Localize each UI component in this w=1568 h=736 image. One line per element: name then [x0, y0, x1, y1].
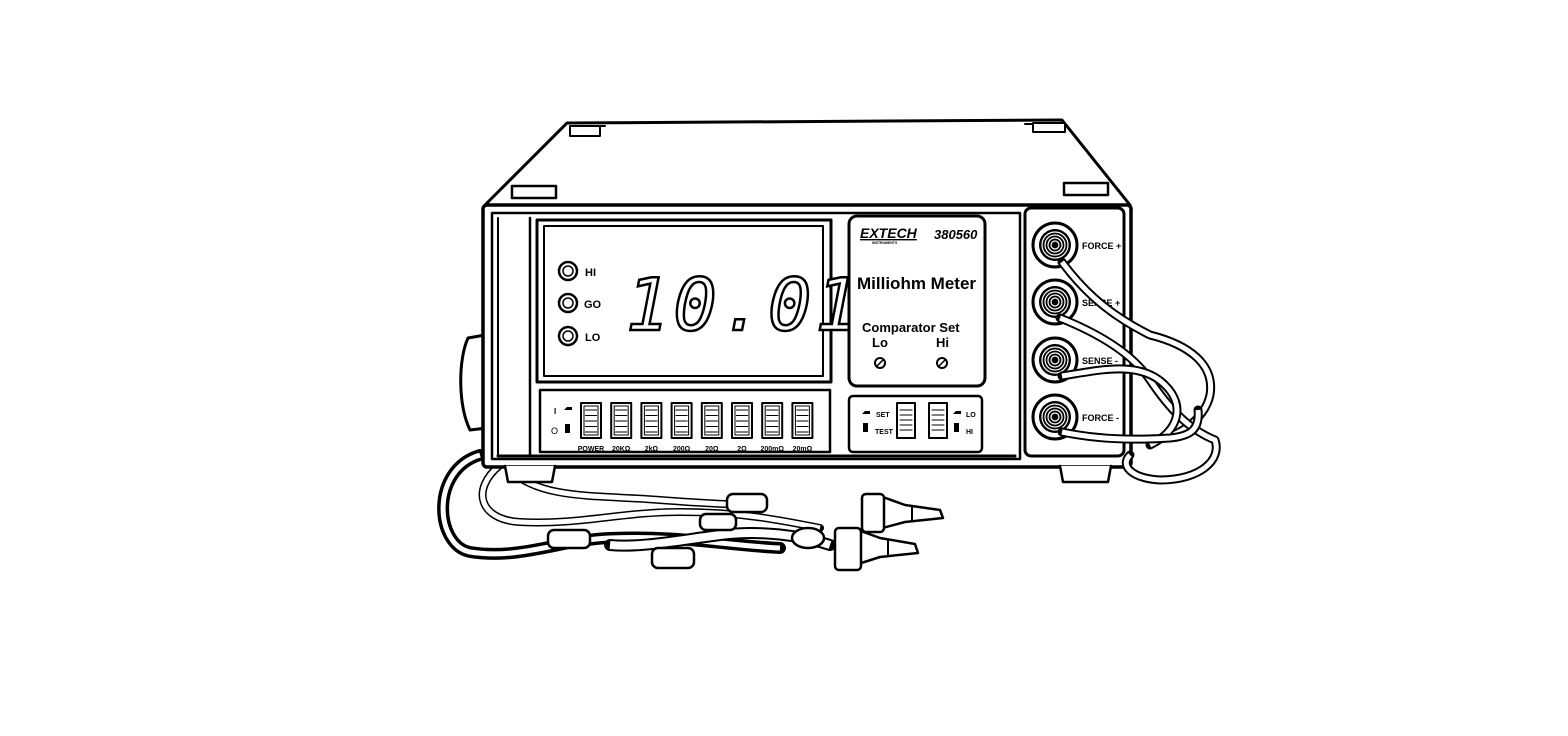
- range-button-2[interactable]: 2kΩ: [640, 402, 663, 453]
- probe-2[interactable]: [833, 526, 920, 572]
- terminal-label: FORCE -: [1082, 413, 1119, 423]
- side-handle: [459, 333, 489, 432]
- range-button-label: 2kΩ: [645, 446, 659, 453]
- power-off-symbol: O: [551, 426, 558, 436]
- button-down-icon: [565, 424, 570, 433]
- extech-logo-subtext: INSTRUMENTS: [872, 241, 898, 245]
- indicator-hi: HI: [557, 260, 596, 282]
- range-button-3[interactable]: 200Ω: [670, 402, 693, 453]
- range-button-panel: I O POWER 20KΩ 2kΩ 200Ω 20Ω 2Ω 200mΩ 20mΩ: [538, 388, 832, 454]
- range-button-7[interactable]: 20mΩ: [791, 402, 814, 453]
- lead-junction: [790, 526, 826, 550]
- range-button-label: 20mΩ: [793, 446, 813, 453]
- comparator-hi-label: Hi: [936, 335, 949, 350]
- terminal-label: SENSE -: [1082, 356, 1118, 366]
- lead-sleeve: [650, 546, 696, 570]
- lead-sleeve: [546, 528, 592, 550]
- display-reading: 10.01: [626, 263, 863, 347]
- comparator-hi-trimmer[interactable]: [936, 357, 948, 369]
- mode-set-label: SET: [876, 412, 890, 419]
- terminal-cables: [1055, 257, 1221, 485]
- go-lamp-icon: [557, 292, 579, 314]
- indicator-lo-label: LO: [585, 332, 601, 344]
- set-test-switch[interactable]: [896, 402, 916, 439]
- probe-1[interactable]: [860, 492, 945, 534]
- indicator-hi-label: HI: [585, 267, 596, 279]
- button-up-icon: [564, 407, 572, 410]
- limit-lo-label: LO: [966, 412, 976, 419]
- test-position-icon: [863, 423, 868, 432]
- range-button-5[interactable]: 2Ω: [731, 402, 753, 453]
- lcd-display: HI GO LO 10.01: [535, 218, 863, 384]
- lead-sleeve: [725, 492, 769, 514]
- terminal-label: FORCE +: [1082, 241, 1121, 251]
- lo-lamp-icon: [557, 325, 579, 347]
- switch-panel: SET TEST LO HI: [847, 394, 984, 454]
- comparator-title: Comparator Set: [862, 320, 960, 335]
- range-button-label: 20Ω: [705, 446, 719, 453]
- comparator-lo-trimmer[interactable]: [874, 357, 886, 369]
- lid-foot: [1032, 122, 1066, 133]
- indicator-go: GO: [557, 292, 602, 314]
- indicator-lo: LO: [557, 325, 601, 347]
- range-button-label: POWER: [578, 446, 604, 453]
- limit-hi-label: HI: [966, 429, 973, 436]
- terminal-panel: FORCE +SENSE +SENSE -FORCE -: [1023, 206, 1126, 458]
- terminal-3[interactable]: FORCE -: [1031, 393, 1119, 441]
- lead-sleeve: [698, 512, 738, 532]
- range-button-label: 2Ω: [737, 446, 747, 453]
- range-button-6[interactable]: 200mΩ: [760, 402, 784, 453]
- extech-logo: EXTECH: [860, 225, 918, 241]
- model-number: 380560: [934, 227, 978, 242]
- indicator-go-label: GO: [584, 299, 602, 311]
- terminal-0[interactable]: FORCE +: [1031, 221, 1121, 269]
- mode-test-label: TEST: [875, 429, 894, 436]
- product-name: Milliohm Meter: [857, 274, 976, 293]
- power-on-symbol: I: [554, 407, 556, 416]
- test-leads: [546, 492, 945, 572]
- hi-lamp-icon: [557, 260, 579, 282]
- lo-hi-switch[interactable]: [928, 402, 948, 439]
- comparator-lo-label: Lo: [872, 335, 888, 350]
- lid-foot: [510, 184, 558, 200]
- range-button-label: 20KΩ: [612, 446, 631, 453]
- range-button-label: 200mΩ: [760, 446, 784, 453]
- lo-position-icon: [953, 411, 961, 414]
- range-button-1[interactable]: 20KΩ: [610, 402, 633, 453]
- lid-foot: [569, 125, 601, 137]
- range-button-0[interactable]: POWER: [578, 402, 604, 453]
- lid-foot: [1062, 181, 1110, 197]
- range-button-4[interactable]: 20Ω: [700, 402, 723, 453]
- set-position-icon: [862, 411, 870, 414]
- range-button-label: 200Ω: [673, 446, 691, 453]
- hi-position-icon: [954, 423, 959, 432]
- chassis-top: [483, 118, 1132, 207]
- brand-panel: EXTECH INSTRUMENTS 380560 Milliohm Meter…: [847, 214, 987, 388]
